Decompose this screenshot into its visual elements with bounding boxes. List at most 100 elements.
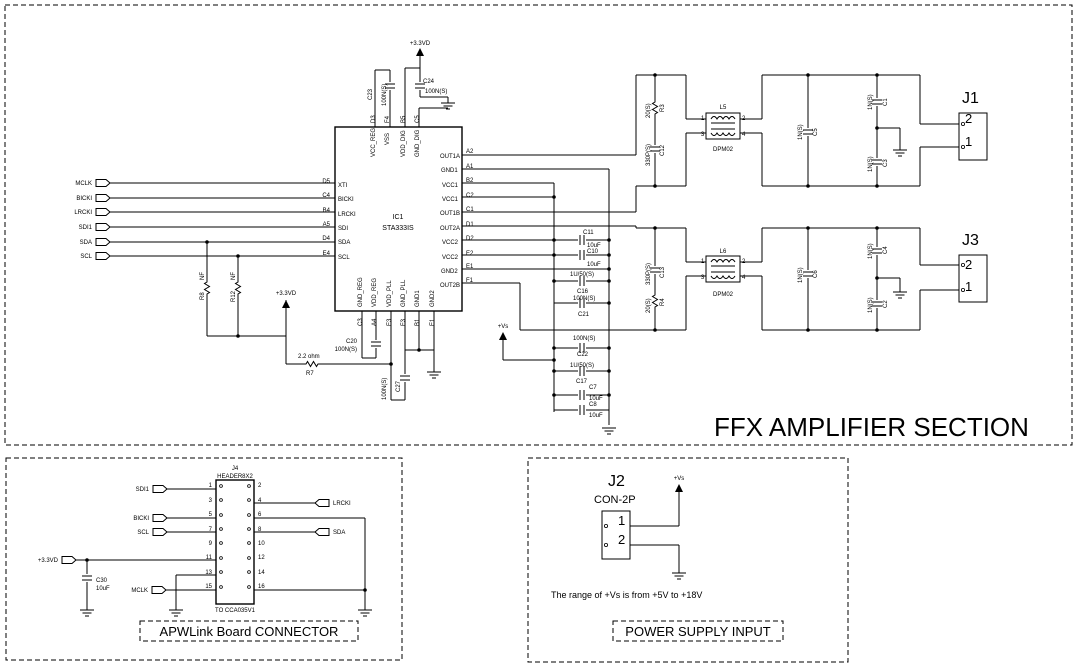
- pin-num: E1: [430, 318, 436, 326]
- c27-ref: C27: [396, 380, 402, 392]
- ic1-ref: IC1: [393, 214, 404, 221]
- r3-ref: R3: [660, 104, 666, 112]
- r12-ref: R12: [231, 290, 237, 302]
- supply-label-3v3-top: +3.3VD: [410, 41, 431, 47]
- pin-num: C1: [466, 207, 474, 213]
- r4-ref: R4: [660, 298, 666, 306]
- c2-ref: C2: [883, 300, 889, 308]
- pin-num: E4: [323, 251, 331, 257]
- c8-ref: C8: [589, 402, 597, 408]
- supply-label-3v3-mid: +3.3VD: [276, 291, 297, 297]
- power-range-note: The range of +Vs is from +5V to +18V: [551, 590, 702, 600]
- pin-name: VDD_REG: [372, 278, 378, 307]
- j4-label-sda: SDA: [333, 530, 345, 536]
- j4-label-bicki: BICKI: [133, 516, 149, 522]
- c10-val: 10uF: [587, 262, 601, 268]
- input-wires: [110, 182, 335, 337]
- pin-num: D2: [466, 236, 474, 242]
- pin-num: 8: [258, 527, 262, 533]
- pin-name: OUT2B: [440, 283, 460, 289]
- j3-ref: J3: [962, 232, 979, 249]
- pin-num: 15: [205, 584, 212, 590]
- connector-j3: [958, 254, 988, 303]
- input-label-mclk: MCLK: [75, 181, 92, 187]
- c20-val: 100N(S): [335, 347, 357, 353]
- pin-num: A5: [323, 222, 331, 228]
- pin-name: VCC2: [442, 255, 459, 261]
- pin-num: 14: [258, 570, 265, 576]
- pin-name: VCC2: [442, 240, 459, 246]
- input-label-sda: SDA: [80, 240, 92, 246]
- j4-label-sdi1: SDI1: [136, 487, 150, 493]
- pin-name: VCC1: [442, 197, 459, 203]
- pin-num: A4: [372, 318, 378, 326]
- connector-j1: [958, 112, 988, 161]
- j2-ref: J2: [608, 473, 625, 490]
- pin-num: D3: [371, 115, 377, 123]
- c17-val: 1U/50(S): [570, 363, 594, 369]
- pin-name: GND1: [415, 290, 421, 307]
- j4-label-lrcki: LRCKI: [333, 501, 351, 507]
- c23-val: 100N(S): [382, 84, 388, 106]
- j3-pin1: 1: [965, 279, 972, 294]
- j4-label-mclk: MCLK: [131, 588, 148, 594]
- pin-num: C5: [415, 115, 421, 123]
- top-supply-wires: [374, 56, 449, 127]
- pin-num: E1: [466, 264, 474, 270]
- j4-pin-numbers: 1 3 5 7 9 11 13 15 2 4 6 8 10 12 14 16: [205, 483, 265, 590]
- c17-ref: C17: [576, 379, 588, 385]
- l6-val: DPM02: [713, 292, 734, 298]
- j1-ref: J1: [962, 90, 979, 107]
- l6-pin: 3: [701, 275, 705, 281]
- output-filter-wires: [462, 74, 959, 331]
- c4-ref: C4: [883, 246, 889, 254]
- ic1-top-pins: VCC_REG D3 VSS F4 VDD_DIG B5 GND_DIG C5: [371, 115, 421, 157]
- pin-num: 3: [209, 498, 213, 504]
- l6-pin: 1: [701, 259, 705, 265]
- j4-name: HEADER8X2: [217, 474, 253, 480]
- power-section-frame: [527, 457, 849, 663]
- pin-num: 6: [258, 512, 262, 518]
- pin-num: D1: [466, 222, 474, 228]
- r3-val: 20(S): [646, 103, 652, 118]
- l6-pin: 2: [742, 259, 746, 265]
- ic1-body: [334, 126, 463, 312]
- pin-name: BICKI: [338, 197, 354, 203]
- l5-val: DPM02: [713, 147, 734, 153]
- pin-num: 11: [206, 555, 213, 561]
- pin-name: OUT1A: [440, 154, 460, 160]
- c16-ref: C16: [577, 289, 589, 295]
- pin-name: VSS: [385, 133, 391, 145]
- pin-name: GND1: [441, 168, 458, 174]
- j2-name: CON-2P: [594, 494, 636, 506]
- c11-ref: C11: [583, 230, 594, 236]
- pin-name: VDD_DIG: [401, 130, 407, 157]
- j4-pin-dots: [219, 484, 251, 589]
- c20-ref: C20: [346, 339, 358, 345]
- pin-num: 2: [258, 483, 262, 489]
- pin-num: 12: [258, 555, 265, 561]
- c3-ref: C3: [883, 159, 889, 167]
- pin-num: C2: [466, 193, 474, 199]
- pin-name: SDI: [338, 226, 348, 232]
- power-bus-wires: [462, 168, 610, 425]
- c1-ref: C1: [883, 98, 889, 106]
- apwlink-section-frame: [5, 457, 403, 661]
- pin-name: GND2: [430, 290, 436, 307]
- j2-body: [601, 510, 631, 560]
- input-label-lrcki: LRCKI: [74, 210, 92, 216]
- j2-pin1: 1: [618, 513, 625, 528]
- pin-name: VCC1: [442, 183, 459, 189]
- c7-ref: C7: [589, 385, 597, 391]
- pin-num: B4: [323, 208, 331, 214]
- c13-ref: C13: [660, 266, 666, 278]
- pin-num: 4: [258, 498, 262, 504]
- pin-num: F4: [385, 115, 391, 123]
- c6-val: 1N(S): [798, 267, 804, 283]
- ic1-left-pins: D5 XTI C4 BICKI B4 LRCKI A5 SDI D4 SDA E…: [322, 179, 356, 261]
- pin-num: C3: [358, 318, 364, 326]
- r4-val: 20(S): [646, 298, 652, 313]
- pin-num: 9: [209, 541, 213, 547]
- pin-num: 16: [258, 584, 265, 590]
